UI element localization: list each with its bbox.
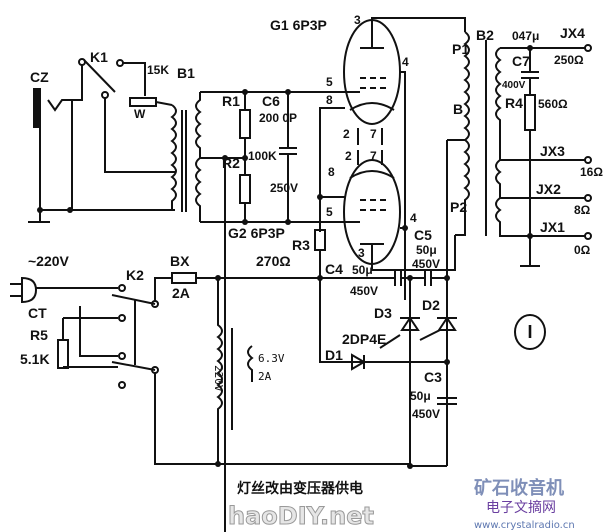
label-jx4-value: 250Ω xyxy=(554,53,584,67)
label-c5-voltage: 450V xyxy=(412,257,440,271)
grid-network xyxy=(200,89,345,532)
label-jx4: JX4 xyxy=(560,25,585,41)
label-p2: P2 xyxy=(450,199,467,215)
label-cz: CZ xyxy=(30,69,49,85)
label-c7-value: 047μ xyxy=(512,29,539,43)
pin-3-g2: 3 xyxy=(358,246,365,260)
label-r1r2-value: 100K xyxy=(248,149,277,163)
label-c3-value: 50μ xyxy=(410,389,431,403)
label-c3-voltage: 450V xyxy=(412,407,440,421)
pin-7-g2: 7 xyxy=(370,149,377,163)
resistor-r5 xyxy=(57,339,69,369)
label-mains: ~220V xyxy=(28,253,70,269)
label-r3: R3 xyxy=(292,237,310,253)
label-bx-value: 2A xyxy=(172,285,190,301)
pin-4-g2: 4 xyxy=(410,211,417,225)
label-jx2: JX2 xyxy=(536,181,561,197)
switch-k1 xyxy=(72,58,175,173)
label-bx: BX xyxy=(170,253,190,269)
label-b: B xyxy=(453,101,463,117)
label-k1: K1 xyxy=(90,49,108,65)
pin-3-g1: 3 xyxy=(354,13,361,27)
label-tx-secondary-current: 2A xyxy=(258,370,272,383)
label-r3-value: 270Ω xyxy=(256,253,291,269)
caption: 灯丝改由变压器供电 xyxy=(237,480,363,497)
label-c6: C6 xyxy=(262,93,280,109)
label-d3: D3 xyxy=(374,305,392,321)
label-jx3: JX3 xyxy=(540,143,565,159)
label-k2: K2 xyxy=(126,267,144,283)
resistor-r3 xyxy=(314,229,350,363)
figure-number-circle xyxy=(514,314,546,350)
label-r5-value: 5.1K xyxy=(20,351,50,367)
label-w: W xyxy=(134,107,146,121)
label-jx1: JX1 xyxy=(540,219,565,235)
pin-2-g1: 2 xyxy=(343,127,350,141)
label-jx3-value: 16Ω xyxy=(580,165,603,179)
tube-g1 xyxy=(319,17,466,300)
input-jack-cz xyxy=(28,88,175,223)
label-d1: D1 xyxy=(325,347,343,363)
fuse-bx xyxy=(171,272,395,284)
label-ct: CT xyxy=(28,305,47,321)
input-transformer-b1 xyxy=(170,92,202,222)
potentiometer-w xyxy=(129,70,173,107)
label-g1: G1 6P3P xyxy=(270,17,327,33)
label-d2: D2 xyxy=(422,297,440,313)
label-c3: C3 xyxy=(424,369,442,385)
label-r2: R2 xyxy=(222,155,240,171)
watermark-haodiy: haoDIY.net xyxy=(228,502,374,530)
tube-g2 xyxy=(317,128,456,271)
watermark-crystal-cn: 矿石收音机 xyxy=(474,477,564,499)
output-transformer-b2 xyxy=(446,31,592,300)
label-r4: R4 xyxy=(505,95,523,111)
mains-plug xyxy=(10,276,118,368)
label-c4-voltage: 450V xyxy=(350,284,378,298)
label-p1: P1 xyxy=(452,41,469,57)
watermark-crystal-url: www.crystalradio.cn xyxy=(474,520,575,531)
label-r1: R1 xyxy=(222,93,240,109)
label-g2: G2 6P3P xyxy=(228,225,285,241)
pin-2-g2: 2 xyxy=(345,149,352,163)
label-c7-voltage: 400V xyxy=(502,80,526,91)
label-r4-value: 560Ω xyxy=(538,97,568,111)
label-c6-value: 200 0P xyxy=(259,111,297,125)
power-transformer xyxy=(215,278,254,467)
pin-8-g1: 8 xyxy=(326,93,333,107)
pin-4-g1: 4 xyxy=(402,55,409,69)
label-c4-value: 50μ xyxy=(352,263,373,277)
rectifier-section xyxy=(350,270,457,469)
label-c5-value: 50μ xyxy=(416,243,437,257)
label-pot: 15K xyxy=(147,63,169,77)
label-c6-voltage: 250V xyxy=(270,181,298,195)
label-b1: B1 xyxy=(177,65,195,81)
switch-k2 xyxy=(111,277,410,465)
label-b2: B2 xyxy=(476,27,494,43)
label-tx-primary: 220V xyxy=(212,365,225,392)
pin-7-g1: 7 xyxy=(370,127,377,141)
pin-5-g2: 5 xyxy=(326,205,333,219)
watermark-dianzi: 电子文摘网 xyxy=(486,499,556,516)
label-c5: C5 xyxy=(414,227,432,243)
label-jx1-value: 0Ω xyxy=(574,243,591,257)
label-c7: C7 xyxy=(512,53,530,69)
label-tx-secondary: 6.3V xyxy=(258,352,285,365)
label-diode-type: 2DP4E xyxy=(342,331,386,347)
label-jx2-value: 8Ω xyxy=(574,203,591,217)
pin-8-g2: 8 xyxy=(328,165,335,179)
pin-5-g1: 5 xyxy=(326,75,333,89)
label-r5: R5 xyxy=(30,327,48,343)
label-c4: C4 xyxy=(325,261,343,277)
figure-number: I xyxy=(527,322,532,342)
